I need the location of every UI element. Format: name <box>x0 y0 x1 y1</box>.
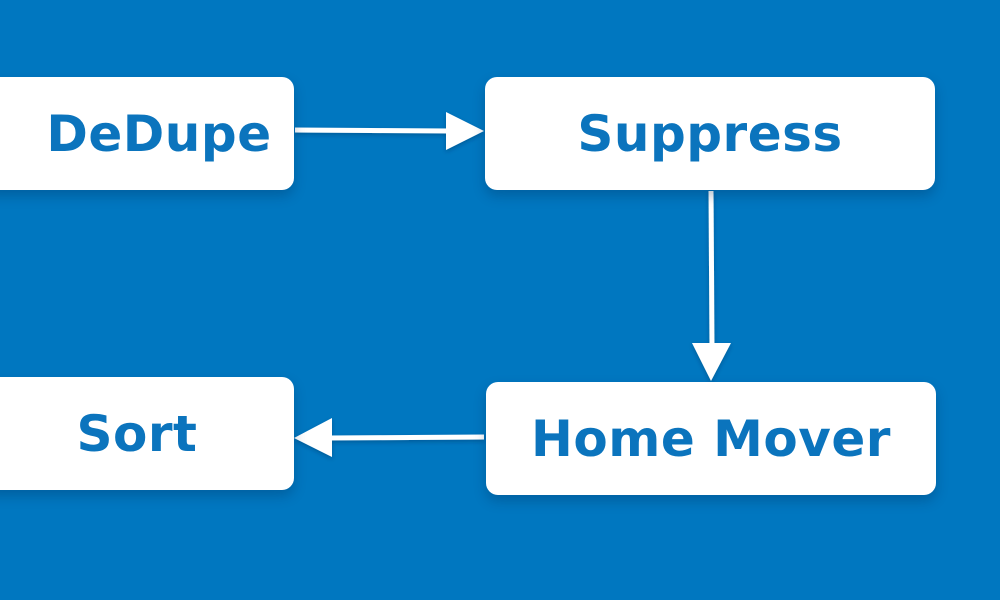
arrow-dedupe-to-suppress <box>294 112 484 150</box>
node-sort: Sort <box>0 377 294 490</box>
arrow-suppress-to-homemover <box>692 190 731 381</box>
node-dedupe-label: DeDupe <box>46 104 272 163</box>
node-sort-label: Sort <box>76 404 198 463</box>
arrow-homemover-to-sort <box>294 418 485 457</box>
node-suppress-label: Suppress <box>577 104 843 163</box>
node-home-mover-label: Home Mover <box>531 409 891 468</box>
node-suppress: Suppress <box>485 77 935 190</box>
node-home-mover: Home Mover <box>486 382 936 495</box>
node-dedupe: DeDupe <box>0 77 294 190</box>
